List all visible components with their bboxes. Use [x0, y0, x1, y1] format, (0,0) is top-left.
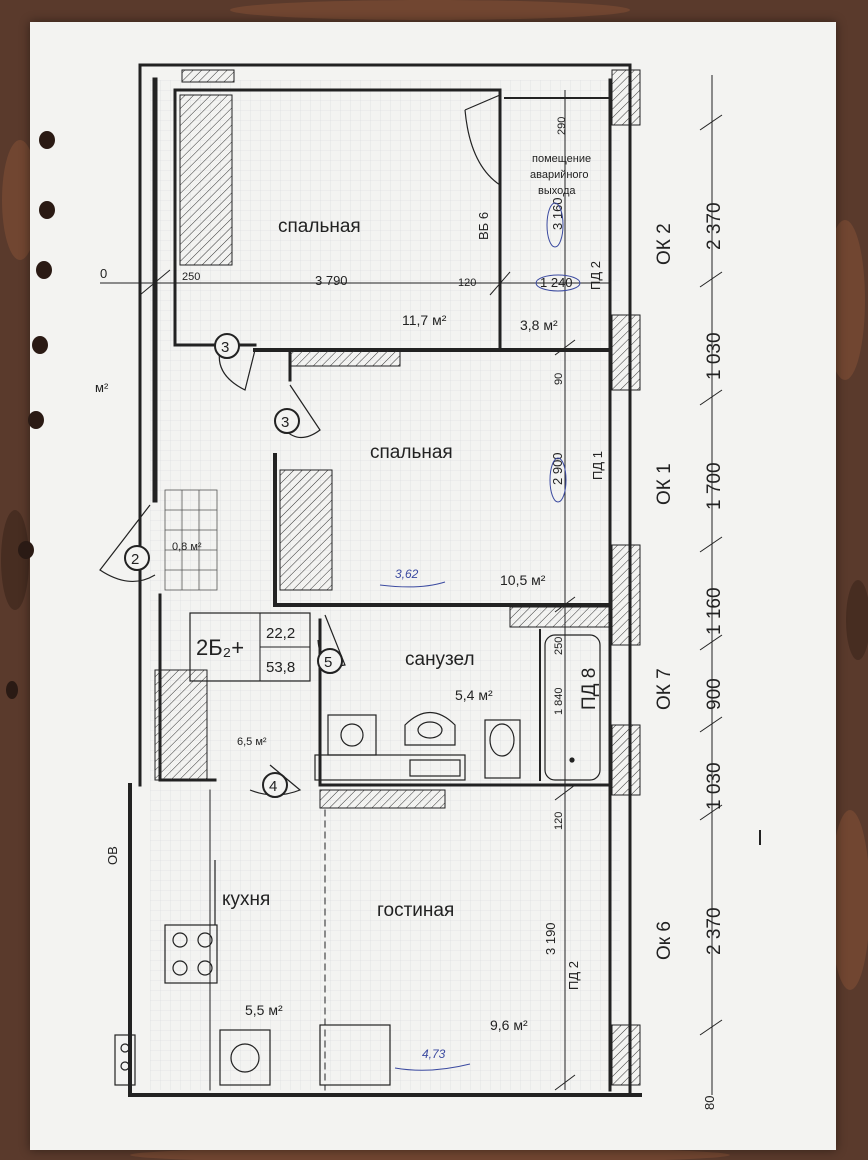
dim-80: 80	[702, 1096, 717, 1110]
bedroom2-area: 10,5 м²	[500, 572, 546, 588]
closet-area: 0,8 м²	[172, 541, 202, 553]
handwritten-bedroom-width: 3,62	[395, 567, 419, 581]
outer-dim-6: 1 030	[704, 762, 725, 810]
kitchen-area: 5,5 м²	[245, 1002, 283, 1018]
binder-holes	[6, 131, 55, 699]
bedroom1-area: 11,7 м²	[402, 312, 447, 328]
door-tag-2: 2	[131, 551, 139, 568]
hatched-walls	[154, 69, 641, 1086]
kitchen-label: кухня	[222, 889, 270, 910]
tag-pd1: ПД 1	[590, 451, 605, 480]
apartment-type: 2Б₂+	[196, 635, 244, 660]
door-tag-3b: 3	[281, 414, 289, 431]
dim-3790: 3 790	[315, 273, 348, 288]
tag-ok7: ОК 7	[654, 668, 675, 710]
bedroom2-label: спальная	[370, 442, 453, 463]
living-label: гостиная	[377, 900, 454, 921]
tag-m2: м²	[95, 380, 109, 395]
tag-vb6: ВБ 6	[476, 212, 491, 240]
tag-ov: ОВ	[105, 846, 120, 865]
dim-90: 90	[553, 373, 565, 385]
total-area: 53,8	[266, 659, 295, 676]
dimension-lines	[100, 75, 761, 1095]
outer-dim-7: 2 370	[704, 907, 725, 955]
dim-250b: 250	[553, 637, 565, 655]
tag-pd2b: ПД 2	[566, 961, 581, 990]
bathroom-area: 5,4 м²	[455, 687, 493, 703]
bathroom-fixtures	[314, 634, 601, 781]
tiled-closet	[164, 489, 218, 591]
dim-1840: 1 840	[553, 687, 565, 715]
outer-dim-1: 2 370	[704, 202, 725, 250]
outer-dim-3: 1 700	[704, 462, 725, 510]
dim-120b: 120	[553, 812, 565, 830]
dim-290: 290	[556, 117, 568, 135]
emergency-label-2: аварийного	[530, 169, 588, 181]
living-area: 9,6 м²	[490, 1017, 528, 1033]
apartment-type-box: 2Б₂+ 22,2 53,8	[189, 612, 311, 682]
living-area-total: 22,2	[266, 625, 295, 642]
emergency-area: 3,8 м²	[520, 317, 558, 333]
dim-left-mark: 0	[100, 266, 107, 281]
door-tag-3a: 3	[221, 339, 229, 356]
handwritten-living-width: 4,73	[422, 1047, 446, 1061]
outer-dim-2: 1 030	[704, 332, 725, 380]
dim-1240: 1 240	[540, 275, 573, 290]
emergency-label-3: выхода	[538, 185, 576, 197]
dim-3190: 3 190	[543, 922, 558, 955]
kitchen-fixtures	[114, 860, 391, 1086]
door-tag-4: 4	[269, 778, 277, 795]
hall-area: 6,5 м²	[237, 736, 267, 748]
emergency-label-1: помещение	[532, 153, 591, 165]
door-tags	[124, 333, 343, 798]
tag-pd2a: ПД 2	[588, 261, 603, 290]
dim-2900: 2 900	[550, 452, 565, 485]
door-tag-5: 5	[324, 654, 332, 671]
tag-ok6: Ок 6	[654, 921, 675, 960]
dim-120a: 120	[458, 277, 476, 289]
tag-pd8: ПД 8	[579, 668, 600, 710]
outer-dim-5: 900	[704, 678, 725, 710]
dim-250: 250	[182, 271, 200, 283]
outer-dim-4: 1 160	[704, 587, 725, 635]
tag-ok1: ОК 1	[654, 463, 675, 505]
bathroom-label: санузел	[405, 649, 475, 670]
bedroom1-label: спальная	[278, 216, 361, 237]
tag-ok2: ОК 2	[654, 223, 675, 265]
dim-3160: 3 160	[550, 197, 565, 230]
